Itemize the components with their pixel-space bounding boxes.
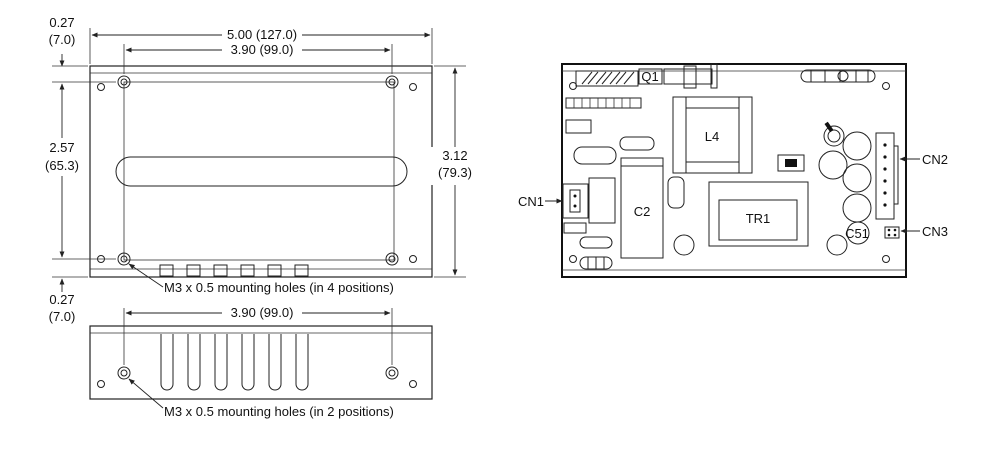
label-cn2: CN2 <box>922 152 948 167</box>
label-tr1: TR1 <box>746 211 771 226</box>
mounting-hole <box>117 252 131 266</box>
oval-part <box>579 236 613 249</box>
holes-note-2: M3 x 0.5 mounting holes (in 2 positions) <box>164 404 394 419</box>
mounting-hole <box>385 75 399 89</box>
small-hole <box>409 83 417 91</box>
mounting-hole <box>385 252 399 266</box>
capacitor <box>818 150 848 180</box>
dim-total-width: 5.00 (127.0) <box>227 27 297 42</box>
side-view-outline <box>89 325 433 400</box>
side-view: 3.90 (99.0) M3 x 0.5 mounting holes (in … <box>89 305 433 419</box>
dim-top-offset-in: 0.27 <box>49 15 74 30</box>
resistor-vertical <box>667 176 685 209</box>
mounting-hole <box>385 366 399 380</box>
dim-total-height-in: 3.12 <box>442 148 467 163</box>
capacitor-small <box>823 125 845 147</box>
holes-note-4: M3 x 0.5 mounting holes (in 4 positions) <box>164 280 394 295</box>
pcb-hole <box>882 255 890 263</box>
hole-pattern-outline <box>123 81 395 261</box>
fin-tops <box>159 264 309 277</box>
capacitor <box>842 131 872 161</box>
dim-hole-width: 3.90 (99.0) <box>231 42 294 57</box>
fuse <box>619 136 655 151</box>
dim-total-height-mm: (79.3) <box>438 165 472 180</box>
small-hole <box>409 380 417 388</box>
capacitor-row-top <box>800 69 876 83</box>
semiconductor-row <box>575 70 639 87</box>
connector-cn1 <box>562 183 589 219</box>
dim-bottom-offset-mm: (7.0) <box>49 309 76 324</box>
q2-body <box>663 68 713 85</box>
capacitor-c2 <box>620 165 664 259</box>
bridge-rectifier <box>777 154 805 172</box>
capacitor <box>673 234 695 256</box>
dim-bottom-offset-in: 0.27 <box>49 292 74 307</box>
resistor <box>573 146 617 165</box>
small-ic <box>565 119 592 134</box>
connector-cn3 <box>884 226 900 239</box>
small-hole <box>409 255 417 263</box>
label-q1: Q1 <box>641 69 658 84</box>
pcb-outline <box>561 63 907 278</box>
small-hole <box>97 83 105 91</box>
label-c51: C51 <box>845 226 869 241</box>
label-c2: C2 <box>634 204 651 219</box>
component-view: Q1 <box>518 63 948 278</box>
top-view-outline <box>89 65 433 278</box>
q1-body <box>638 68 663 85</box>
header-strip <box>565 97 642 109</box>
label-l4: L4 <box>705 129 719 144</box>
pcb-hole <box>882 82 890 90</box>
side-dim-hole-width: 3.90 (99.0) <box>231 305 294 320</box>
top-view: 5.00 (127.0) 3.90 (99.0) 0.27 (7.0) 2.57… <box>40 15 482 324</box>
capacitor-c51 <box>846 221 870 245</box>
dim-hole-height-in: 2.57 <box>49 140 74 155</box>
mounting-hole <box>117 366 131 380</box>
mounting-hole <box>117 75 131 89</box>
capacitor <box>826 234 848 256</box>
label-cn1: CN1 <box>518 194 544 209</box>
small-part <box>563 222 587 234</box>
pcb-hole <box>569 255 577 263</box>
dim-top-offset-mm: (7.0) <box>49 32 76 47</box>
cooling-slot <box>115 156 408 187</box>
capacitor <box>842 163 872 193</box>
label-cn3: CN3 <box>922 224 948 239</box>
heatsink-fins <box>160 334 309 391</box>
small-hole <box>97 380 105 388</box>
dim-hole-height-mm: (65.3) <box>45 158 79 173</box>
transformer-tr1 <box>708 181 809 247</box>
